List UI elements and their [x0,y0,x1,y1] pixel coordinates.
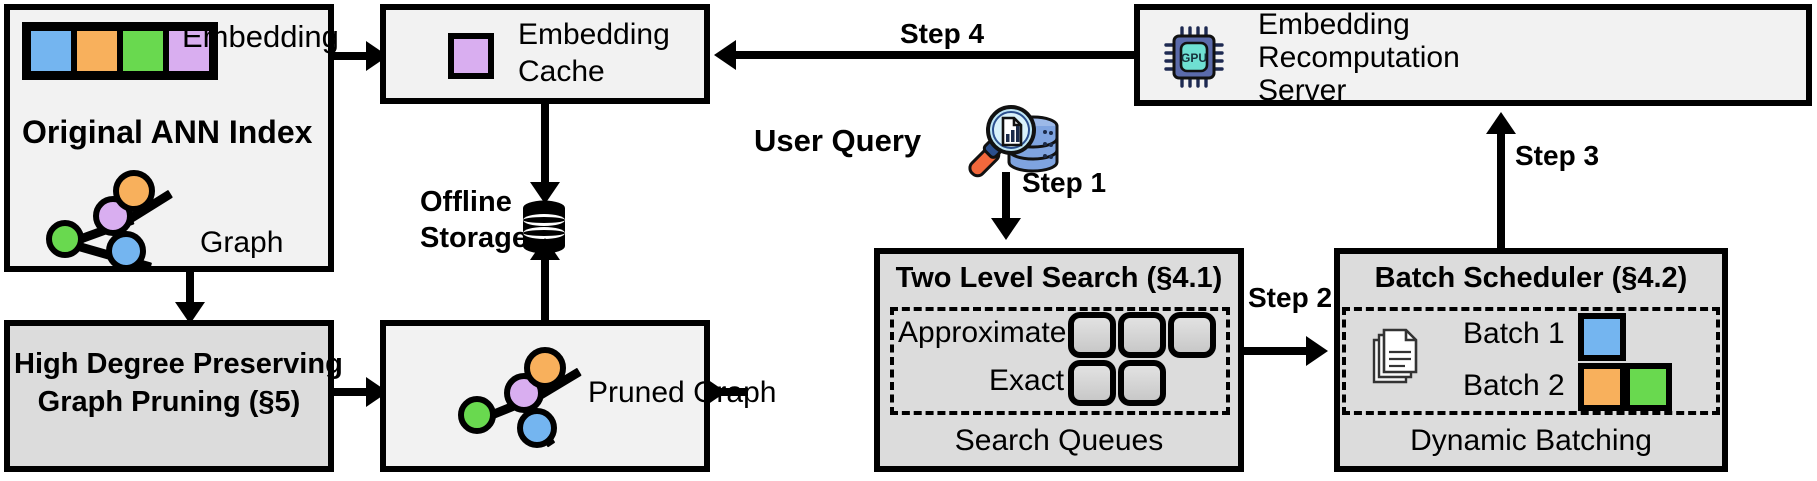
search-queues-dashed-region [890,307,1230,415]
arrow-pruned-to-search-line [710,388,748,396]
arrow-index-to-pruning-head [175,302,205,324]
batch-1-chip-blue [1578,313,1626,361]
graph-pruning-line2: Graph Pruning (§5) [37,386,301,418]
embedding-label: Embedding [182,19,339,54]
graph-node-green [46,220,84,258]
arrow-pruning-to-pruned-line [334,388,372,396]
exact-queue-label: Exact [989,364,1065,397]
dynamic-batching-dashed-region [1342,307,1720,415]
offline-storage-line1: Offline [420,186,512,218]
arrow-step4-head [714,40,736,70]
embedding-cache-chip [448,33,494,79]
embedding-cache-box [380,4,710,104]
two-level-search-box [874,248,1244,472]
batch-scheduler-title: Batch Scheduler (§4.2) [1374,262,1688,294]
query-search-database-icon [965,104,1075,182]
two-level-search-title: Two Level Search (§4.1) [895,262,1223,294]
batch-2-chip-orange [1578,363,1626,411]
arrow-step3-line [1497,132,1505,250]
queue-slot [1118,360,1166,406]
arrow-index-to-pruning-line [186,272,194,306]
graph-node-blue [106,231,146,271]
graph-pruning-line1: High Degree Preserving [14,348,343,380]
arrow-step1-line [1002,172,1010,224]
arrow-cache-to-storage-line [541,104,549,186]
arrow-step2-head [1306,336,1328,366]
step-1-label: Step 1 [1022,167,1107,198]
recomputation-server-line1: Embedding [1258,8,1410,41]
step-2-label: Step 2 [1248,282,1333,313]
recomputation-server-line3: Server [1258,74,1347,107]
embedding-cache-line2: Cache [518,55,605,88]
queue-slot [1068,360,1116,406]
arrow-pruned-to-storage-head [530,238,560,260]
pruned-graph-label: Pruned Graph [588,376,777,409]
graph-node-orange [113,170,155,212]
user-query-label: User Query [754,123,922,158]
arrow-step3-head [1486,112,1516,134]
svg-text:GPU: GPU [1181,51,1207,65]
gpu-chip-icon: GPU [1164,26,1228,88]
original-ann-index-title: Original ANN Index [22,114,313,150]
embedding-chip-orange [74,28,120,74]
approximate-queue-label: Approximate [898,316,1067,349]
step-4-label: Step 4 [900,18,985,49]
arrow-pruned-to-storage-line [541,258,549,322]
offline-storage-line2: Storage [420,222,528,254]
batch-2-label: Batch 2 [1463,369,1565,402]
arrow-step2-line [1244,347,1312,355]
dynamic-batching-footer: Dynamic Batching [1410,424,1652,457]
step-3-label: Step 3 [1515,140,1600,171]
graph-node-blue [517,408,557,448]
exact-queue-slots [1068,360,1166,406]
embedding-chip-green [120,28,166,74]
arrow-step4-line [736,51,1136,59]
embedding-chip-strip [22,22,218,80]
documents-icon [1368,326,1420,386]
embedding-cache-line1: Embedding [518,18,670,51]
arrow-step1-head [991,218,1021,240]
arrow-cache-to-storage-head [530,182,560,204]
queue-slot [1168,312,1216,358]
arrow-index-to-cache-line [334,52,372,60]
arrow-pruned-to-search-head [704,377,726,407]
search-queues-footer: Search Queues [954,424,1164,457]
approximate-queue-slots [1068,312,1216,358]
queue-slot [1068,312,1116,358]
embedding-recomputation-server-box [1134,4,1812,106]
batch-2-chip-green [1624,363,1672,411]
batch-1-label: Batch 1 [1463,317,1565,350]
graph-label: Graph [200,226,284,259]
queue-slot [1118,312,1166,358]
recomputation-server-line2: Recomputation [1258,41,1460,74]
graph-node-green [458,396,496,434]
embedding-chip-blue [28,28,74,74]
embedding-chip-purple [166,28,212,74]
graph-pruning-box [4,320,334,472]
graph-node-orange [524,347,566,389]
